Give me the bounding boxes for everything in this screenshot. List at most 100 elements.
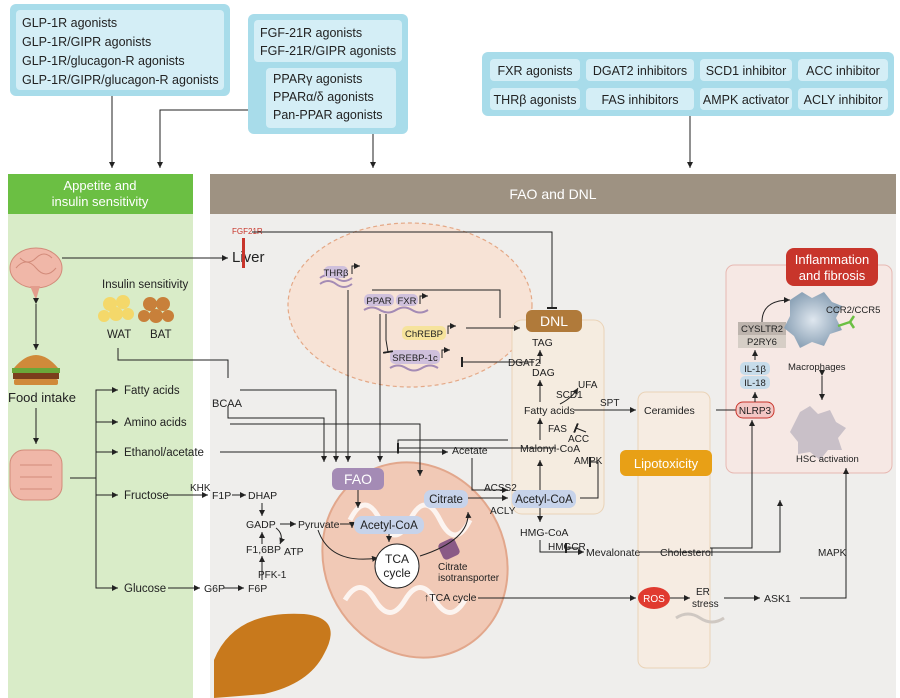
malonylcoa-label: Malonyl-CoA — [520, 443, 580, 455]
amino-acids-label: Amino acids — [124, 417, 187, 429]
drug-connectors — [109, 96, 693, 168]
glucose-label: Glucose — [124, 583, 166, 595]
ccr-receptor-icon — [837, 315, 856, 329]
inflammation-label-2: and fibrosis — [799, 268, 866, 283]
il1b-pill — [740, 362, 770, 375]
citrate-transporter-label-2: isotransporter — [438, 573, 500, 584]
srebp-box — [390, 350, 440, 364]
srebp-label: SREBP-1c — [392, 353, 438, 364]
scd1-label: SCD1 — [556, 390, 583, 401]
fao-label: FAO — [344, 471, 372, 487]
receptor-to-macrophage-arrow — [761, 297, 791, 323]
drug-ppar-1: PPARα/δ agonists — [273, 90, 374, 104]
drug-ppar-2: Pan-PPAR agonists — [273, 108, 383, 122]
inflammation-label-1: Inflammation — [795, 252, 869, 267]
nuclear-arrows — [227, 289, 501, 476]
drug-glp1-2: GLP-1R/glucagon-R agonists — [22, 54, 185, 68]
tca-to-citrate-arrow — [419, 511, 472, 557]
acss2-label: ACSS2 — [484, 483, 517, 494]
drug-glp1-0: GLP-1R agonists — [22, 16, 117, 30]
left-arrows — [33, 255, 228, 444]
tca-cycle-label-2: cycle — [383, 566, 411, 580]
er-icon — [675, 612, 725, 624]
fgf21r-label: FGF21R — [232, 227, 263, 236]
il18-pill — [740, 376, 770, 389]
drug-target-2: SCD1 inhibitor — [706, 64, 787, 78]
mevalonate-label: Mevalonate — [586, 547, 640, 559]
fgf21r-receptor-icon — [242, 238, 245, 268]
hsc-icon — [790, 406, 846, 460]
drug-fgf21-1: FGF-21R/GIPR agonists — [260, 44, 396, 58]
ethanol-acetate-label: Ethanol/acetate — [124, 447, 204, 459]
dnl-label: DNL — [540, 313, 568, 329]
citrate-transporter-label-1: Citrate — [438, 562, 468, 573]
pfk1-label: PFK-1 — [258, 570, 287, 581]
fatty-acids-dnl-label: Fatty acids — [524, 405, 575, 417]
fao-box — [332, 468, 384, 490]
fxr-receptor — [396, 294, 418, 306]
citrate-pill — [424, 490, 468, 508]
acetylcoa-pill — [512, 490, 576, 508]
drug-target-6: AMPK activator — [703, 93, 789, 107]
drug-target-5: FAS inhibitors — [601, 93, 678, 107]
drug-target-1: DGAT2 inhibitors — [593, 64, 687, 78]
food-intake-label: Food intake — [8, 390, 76, 405]
bcaa-label: BCAA — [212, 398, 243, 410]
nlrp3-label: NLRP3 — [739, 406, 772, 417]
f6p-label: F6P — [248, 583, 267, 595]
cysltr2-box — [738, 322, 786, 335]
macrophages-label: Macrophages — [788, 362, 846, 373]
macrophage-icon — [784, 292, 842, 348]
srebp-dna — [389, 364, 439, 372]
chrebp-box — [402, 326, 446, 340]
fxr-promoter-arrow — [419, 293, 428, 304]
atp-label: ATP — [284, 546, 304, 558]
acc-label: ACC — [568, 434, 589, 445]
cysltr2-label: CYSLTR2 — [741, 324, 783, 335]
glycolysis-arrows — [168, 492, 379, 591]
bat-label: BAT — [150, 329, 172, 341]
ccr-label: CCR2/CCR5 — [826, 305, 880, 316]
inflammation-box — [786, 248, 878, 286]
drug-ppar-0: PPARγ agonists — [273, 72, 362, 86]
thrb-promoter-arrow — [351, 263, 360, 274]
dnl-box — [526, 310, 582, 332]
wat-icon — [98, 295, 134, 322]
substrate-arrows — [70, 348, 229, 591]
hmgcoa-label: HMG-CoA — [520, 527, 568, 539]
il18-label: IL-18 — [744, 378, 766, 389]
fao-dnl-header — [210, 174, 896, 214]
drug-glp1-3: GLP-1R/GIPR/glucagon-R agonists — [22, 73, 219, 87]
ceramides-label: Ceramides — [644, 405, 695, 417]
ros-label: ROS — [643, 594, 665, 605]
acetylcoa-mito-pill — [354, 516, 424, 534]
ppar-receptor — [364, 294, 394, 306]
drug-target-0: FXR agonists — [497, 64, 572, 78]
intestine-icon — [9, 449, 63, 501]
acetylcoa-mito-label: Acetyl-CoA — [360, 520, 418, 532]
up-tca-label: ↑TCA cycle — [424, 592, 477, 604]
er-stress-label-2: stress — [692, 599, 719, 610]
dhap-label: DHAP — [248, 490, 277, 502]
cytosol-arrows — [220, 350, 783, 555]
drug-glp1-1: GLP-1R/GIPR agonists — [22, 35, 151, 49]
tag-label: TAG — [532, 337, 553, 349]
appetite-header — [8, 174, 193, 214]
fas-label: FAS — [548, 424, 567, 435]
drug-fgf21-0: FGF-21R agonists — [260, 26, 362, 40]
khk-label: KHK — [190, 483, 211, 494]
ampk-label: AMPK — [574, 456, 603, 467]
il1b-label: IL-1β — [744, 364, 766, 375]
fatty-acids-label: Fatty acids — [124, 385, 180, 397]
brain-icon — [9, 247, 63, 300]
liver-label: Liver — [232, 249, 265, 266]
target-drug-box: FXR agonists DGAT2 inhibitors SCD1 inhib… — [482, 52, 894, 116]
mapk-label: MAPK — [818, 548, 847, 559]
fgf21-ppar-drug-box: FGF-21R agonists FGF-21R/GIPR agonists P… — [248, 14, 408, 134]
burger-icon — [12, 355, 60, 385]
pyruvate-label: Pyruvate — [298, 519, 340, 531]
f1p-label: F1P — [212, 490, 231, 502]
lipotoxicity-region — [637, 391, 711, 669]
drug-target-3: ACC inhibitor — [806, 64, 880, 78]
ask1-label: ASK1 — [764, 593, 791, 605]
